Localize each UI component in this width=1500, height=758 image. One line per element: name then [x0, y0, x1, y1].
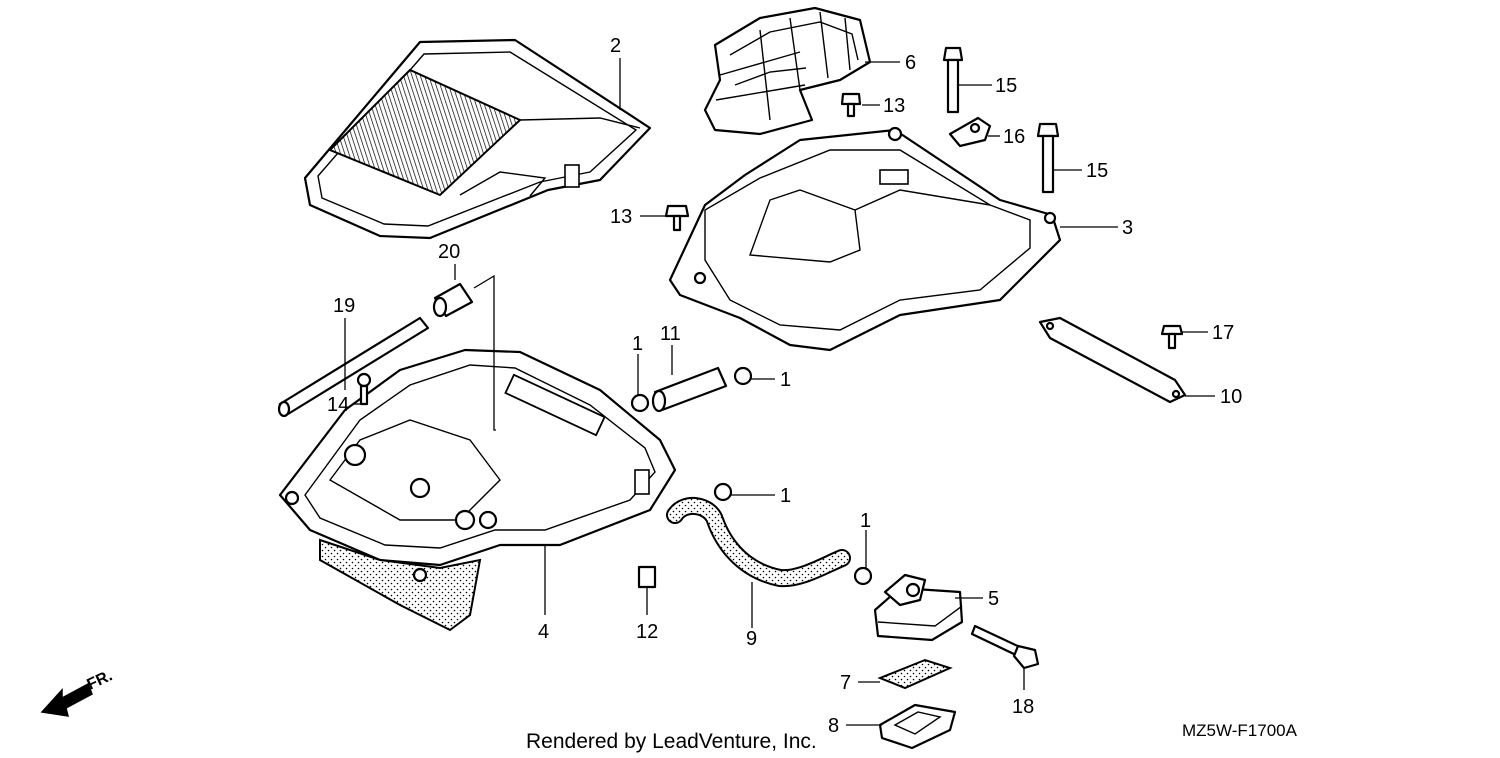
callout-15a: 15 [995, 75, 1017, 97]
pad-7 [877, 658, 953, 690]
callout-4: 4 [538, 621, 549, 643]
callout-20: 20 [438, 241, 460, 263]
bent-hose-9 [666, 497, 851, 588]
callout-9: 9 [746, 628, 757, 650]
screw-14 [356, 372, 372, 406]
callout-8: 8 [828, 715, 839, 737]
callout-13a: 13 [883, 95, 905, 117]
intake-duct [703, 6, 872, 136]
clamp-16 [948, 116, 992, 148]
air-cleaner-housing-top [668, 126, 1062, 352]
callout-17: 17 [1212, 322, 1234, 344]
bolt-18 [970, 624, 1040, 670]
tube-11 [651, 366, 728, 413]
stay-10 [1038, 316, 1187, 404]
bolt-13b [664, 204, 690, 232]
callout-7: 7 [840, 672, 851, 694]
rendered-by-credit: Rendered by LeadVenture, Inc. [526, 730, 817, 753]
callout-labels: 2 6 15 13 16 15 13 3 20 19 11 1 1 17 14 … [327, 35, 1242, 737]
drain-cup-5 [873, 573, 964, 642]
callout-18: 18 [1012, 696, 1034, 718]
callout-14: 14 [327, 394, 349, 416]
bolt-17 [1160, 324, 1184, 350]
callout-1a: 1 [632, 333, 643, 355]
air-cleaner-case [278, 348, 677, 632]
front-direction-arrow: FR. [40, 667, 116, 717]
callout-13b: 13 [610, 206, 632, 228]
callout-3: 3 [1122, 217, 1133, 239]
clamp-1c [713, 482, 733, 502]
clamp-1d [853, 566, 873, 586]
callout-19: 19 [333, 295, 355, 317]
sleeve-20 [432, 282, 474, 318]
front-label: FR. [85, 667, 116, 693]
air-cleaner-cover [303, 38, 652, 240]
callout-1b: 1 [780, 369, 791, 391]
leader-lines [344, 58, 1215, 726]
callout-10: 10 [1220, 386, 1242, 408]
drawing-code: MZ5W-F1700A [1182, 721, 1298, 740]
callout-1d: 1 [860, 510, 871, 532]
callout-2: 2 [610, 35, 621, 57]
cap-8 [878, 703, 957, 750]
bolt-15b [1036, 122, 1060, 194]
clip-12 [637, 565, 657, 589]
callout-15b: 15 [1086, 160, 1108, 182]
bolt-13a [840, 92, 862, 118]
arrow-icon [40, 682, 93, 717]
callout-11: 11 [660, 323, 681, 345]
callout-1c: 1 [780, 485, 791, 507]
callout-16: 16 [1003, 126, 1025, 148]
bolt-15a [942, 46, 964, 114]
clamp-1a [630, 393, 650, 413]
callout-6: 6 [905, 52, 916, 74]
clamp-1b [733, 366, 753, 386]
tube-19 [277, 316, 430, 418]
callout-12: 12 [636, 621, 658, 643]
callout-5: 5 [988, 588, 999, 610]
